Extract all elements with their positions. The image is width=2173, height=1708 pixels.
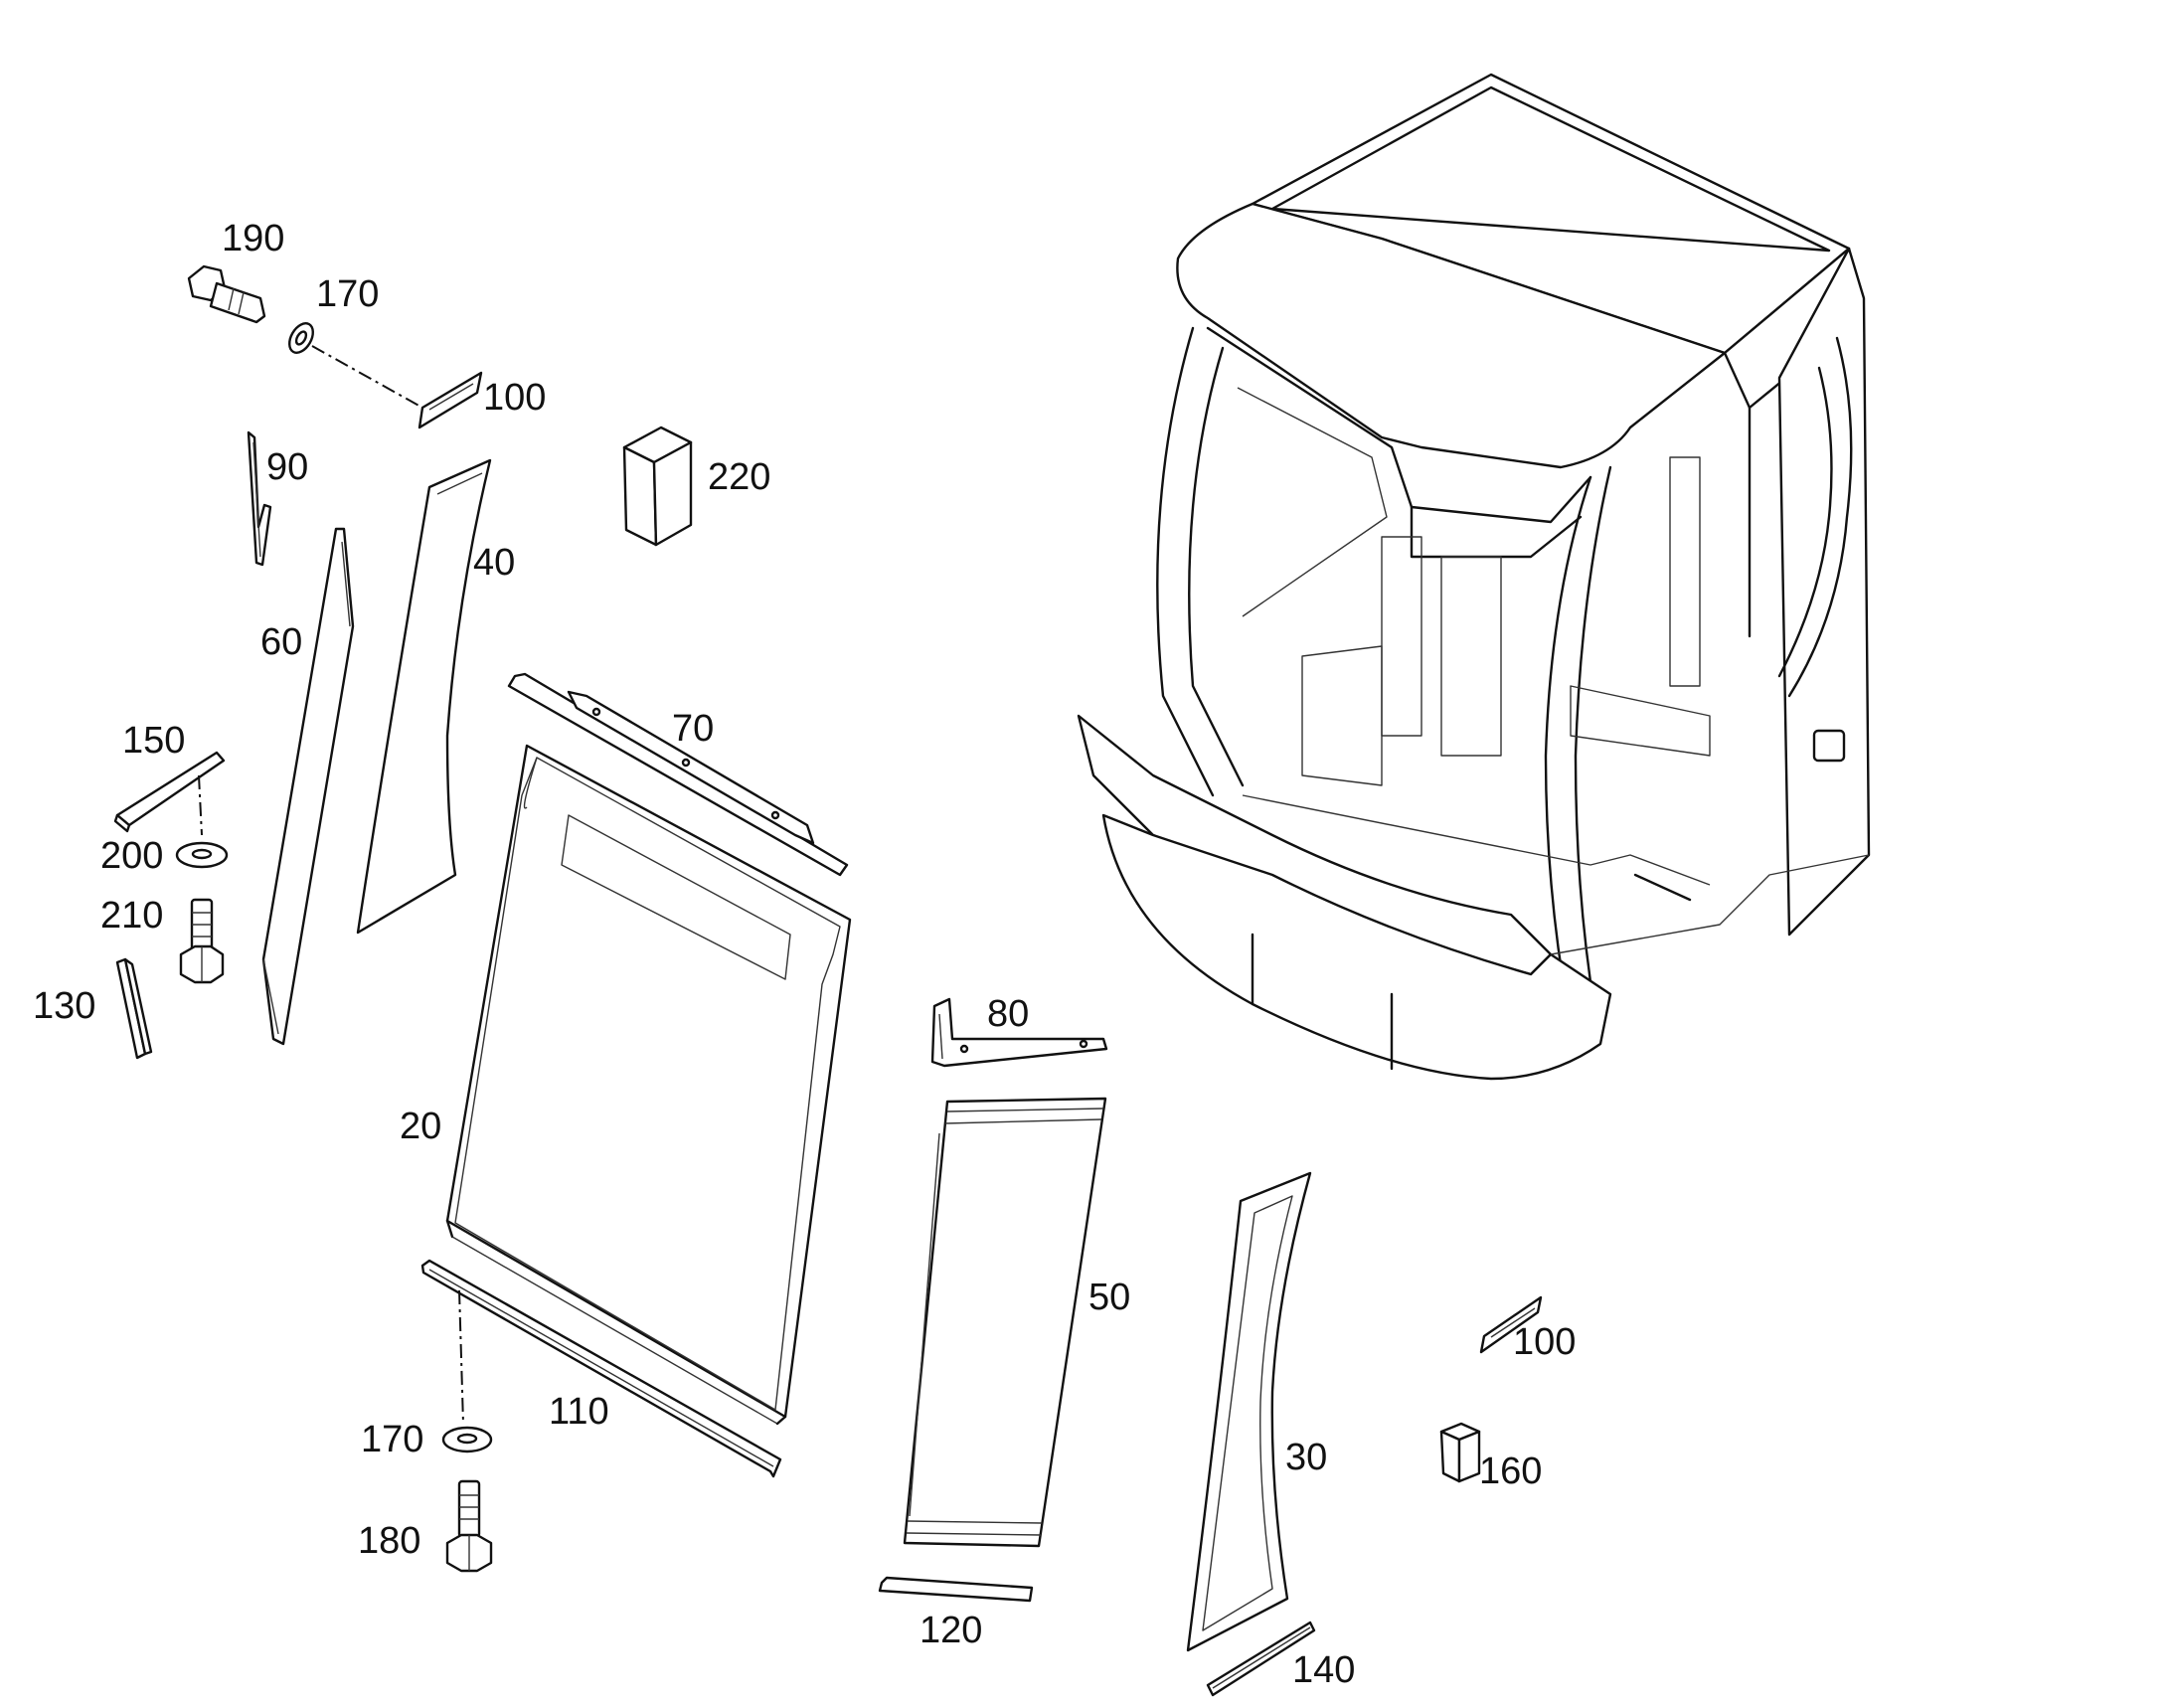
callout-170-top: 170 — [316, 273, 379, 315]
part-210-bolt — [179, 898, 225, 984]
part-190-bolt — [187, 264, 266, 324]
callout-190: 190 — [222, 218, 284, 259]
callout-80: 80 — [987, 993, 1029, 1035]
part-50-window — [903, 1097, 1107, 1548]
callout-150: 150 — [122, 720, 185, 762]
part-90-strip — [247, 430, 272, 567]
callout-70: 70 — [672, 708, 714, 750]
callout-220: 220 — [708, 456, 770, 498]
callout-120: 120 — [919, 1610, 982, 1651]
part-170-washer — [288, 322, 314, 354]
callout-140: 140 — [1292, 1649, 1355, 1691]
dash-line-top — [311, 345, 423, 409]
part-100-bracket — [418, 371, 483, 429]
callout-200: 200 — [100, 835, 163, 877]
callout-40: 40 — [473, 542, 515, 584]
part-120-strip — [878, 1576, 1034, 1603]
callout-170-bottom: 170 — [361, 1419, 423, 1460]
callout-210: 210 — [100, 895, 163, 937]
part-180-bolt — [445, 1479, 493, 1573]
callout-130: 130 — [33, 985, 95, 1027]
part-40-trim — [356, 458, 492, 935]
callout-30: 30 — [1285, 1437, 1327, 1478]
callout-100-right: 100 — [1513, 1321, 1576, 1363]
callout-110: 110 — [549, 1391, 609, 1433]
part-100-bracket-right — [1479, 1295, 1543, 1354]
callout-180: 180 — [358, 1520, 420, 1562]
part-110-rail — [420, 1259, 782, 1478]
callout-60: 60 — [260, 621, 302, 663]
part-220-block — [622, 426, 693, 547]
part-130-strip — [115, 957, 153, 1060]
part-200-washer — [175, 841, 229, 869]
callout-100-top: 100 — [483, 377, 546, 419]
callout-50: 50 — [1088, 1277, 1130, 1318]
part-70-rail — [507, 672, 849, 877]
part-30-window — [1186, 1171, 1312, 1652]
part-20-window — [445, 744, 852, 1426]
part-60-strip — [261, 527, 355, 1046]
callout-160: 160 — [1479, 1451, 1542, 1492]
part-80-bracket — [930, 997, 1108, 1068]
part-150-bracket — [113, 751, 226, 836]
callout-20: 20 — [400, 1106, 441, 1147]
callout-90: 90 — [266, 446, 308, 488]
cab-assembly — [1077, 73, 1871, 1081]
part-140-strip — [1206, 1621, 1316, 1697]
part-170-washer-bottom — [441, 1426, 493, 1453]
dash-line-bottom — [458, 1289, 464, 1425]
part-160-block — [1439, 1422, 1481, 1483]
